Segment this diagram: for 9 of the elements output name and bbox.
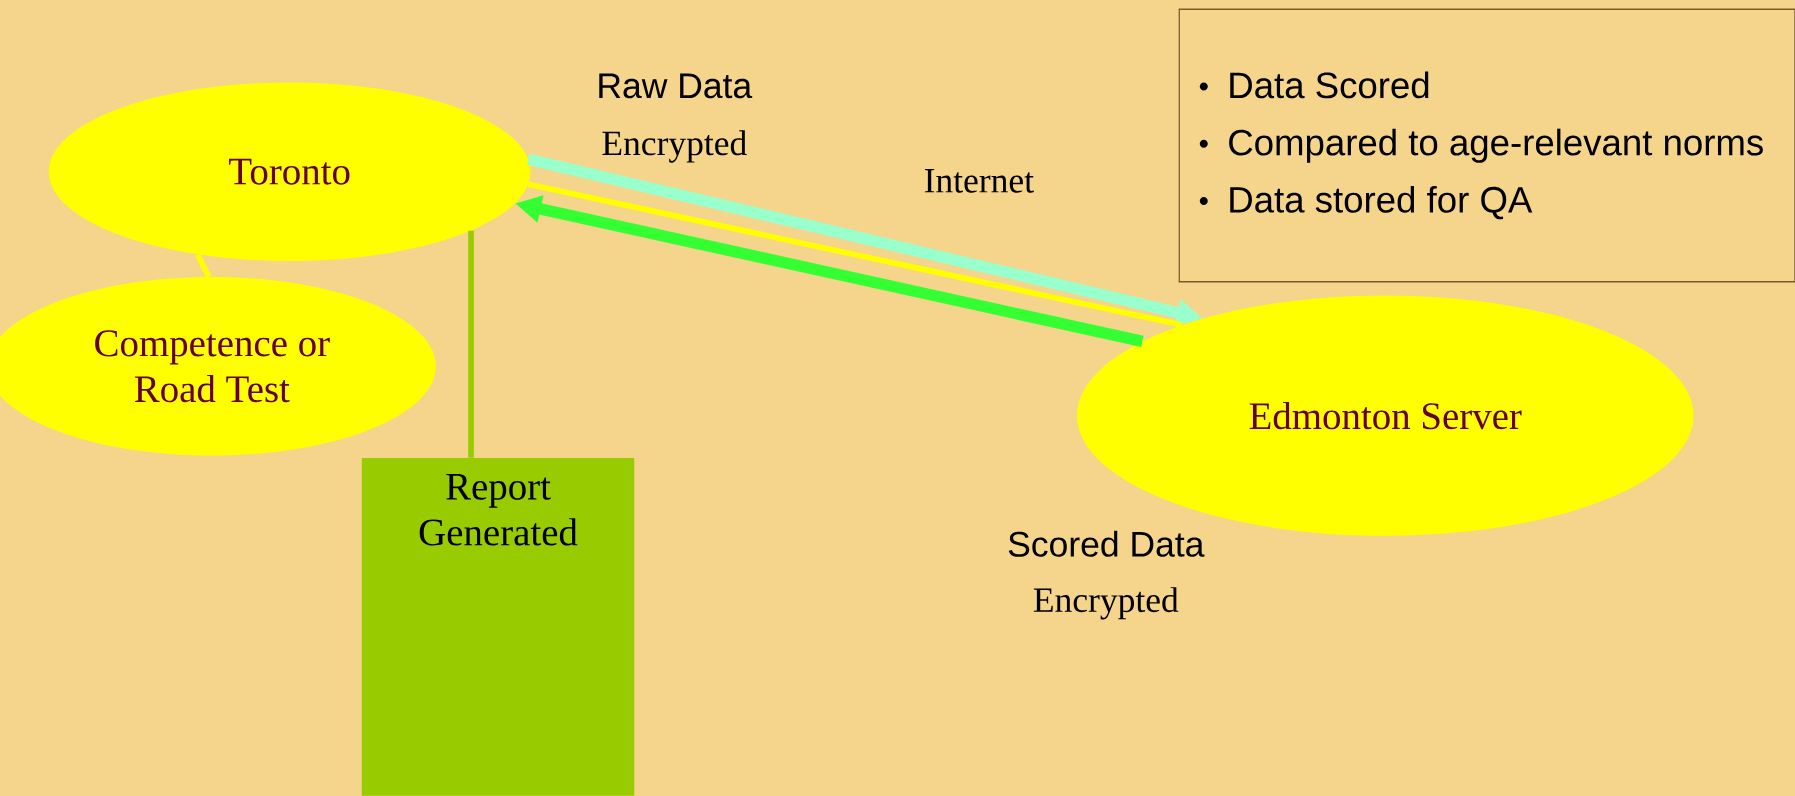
connector-line [527, 181, 1183, 328]
bullet-list-box: Data Scored Compared to age-relevant norms Data stored for QA [1178, 8, 1795, 283]
connector-line [195, 253, 212, 279]
connector-line [468, 230, 474, 458]
text-label: Internet [924, 169, 1034, 193]
text-label: Encrypted [1033, 587, 1179, 620]
report-box: Report Generated [361, 457, 635, 796]
text-label: Encrypted [602, 130, 747, 163]
text-label: Raw Data [599, 73, 753, 99]
